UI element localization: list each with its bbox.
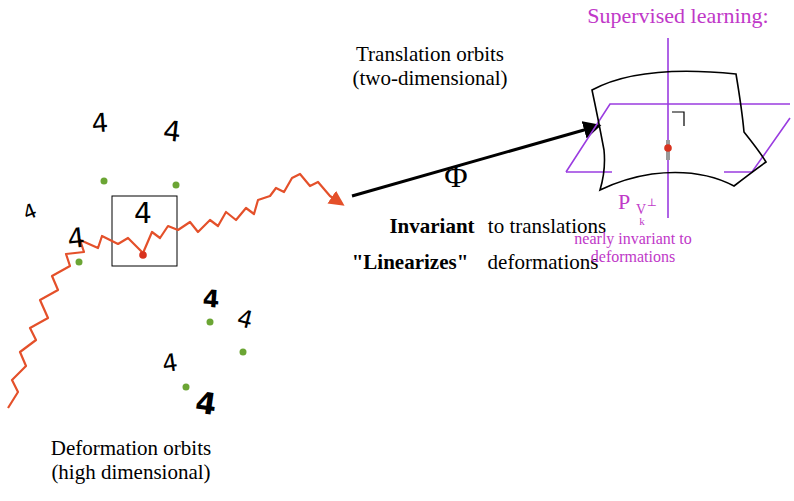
digit-sample: 4 — [66, 222, 86, 255]
projection-superscript: ⊥ — [647, 196, 657, 209]
subspace-plane — [566, 38, 790, 218]
digit-sample: 4 — [193, 385, 218, 422]
feature-manifold — [592, 71, 766, 190]
sample-point — [139, 251, 147, 259]
property-keyword: "Linearizes" — [352, 250, 469, 274]
orbit-caption: Translation orbits (two-dimensional) — [338, 42, 523, 90]
property-text: deformations — [488, 250, 599, 274]
translation-window — [112, 196, 177, 266]
sample-dots — [76, 178, 247, 391]
digit-sample: 4 — [91, 109, 110, 140]
deformation-orbit-path — [8, 174, 342, 408]
orbit-caption: Deformation orbits (high dimensional) — [34, 436, 229, 484]
digit-sample: 4 — [20, 199, 40, 225]
projected-point — [664, 144, 672, 152]
map-arrow — [352, 126, 598, 196]
projection-note: nearly invariant to deformations — [570, 230, 696, 267]
digit-sample: 4 — [161, 115, 182, 149]
right-angle-mark — [672, 112, 684, 126]
projection-symbol: P — [618, 189, 630, 214]
digit-sample: 4 — [234, 305, 256, 335]
digit-sample: 4 — [202, 286, 221, 315]
section-heading: Supervised learning: — [587, 3, 768, 28]
property-keyword: Invariant — [389, 214, 474, 238]
digit-sample: 4 — [161, 349, 180, 378]
digit-sample: 4 — [134, 198, 152, 230]
projection-subscript: k — [639, 215, 645, 228]
map-symbol: Φ — [444, 158, 467, 195]
